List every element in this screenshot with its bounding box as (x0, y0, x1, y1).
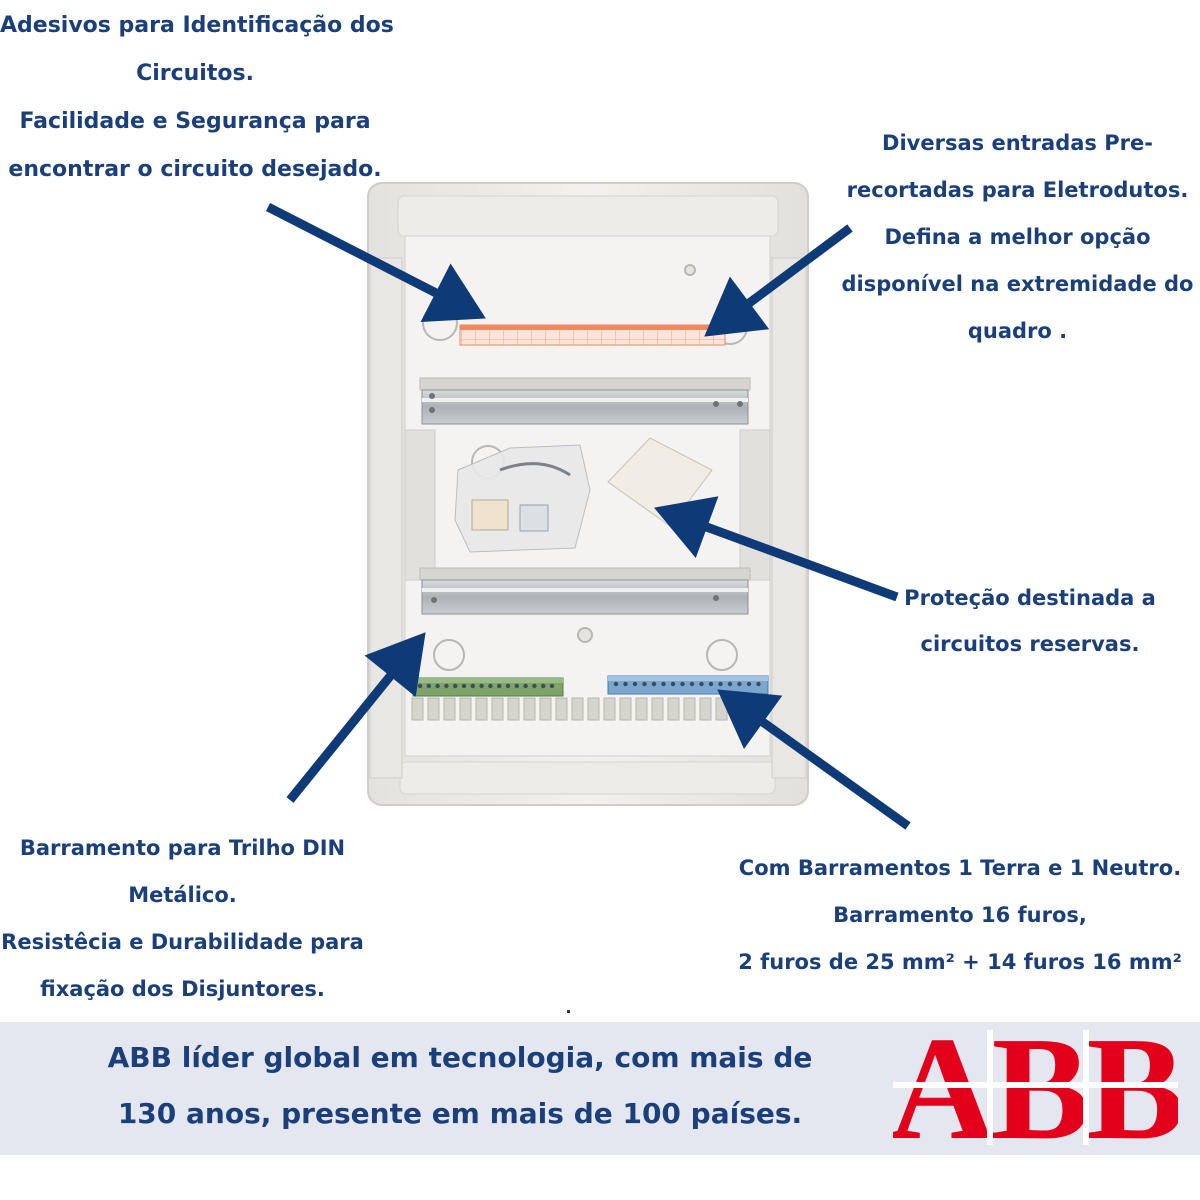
footer-banner (0, 1022, 1200, 1155)
arrow-shaft-4 (286, 672, 394, 803)
accessory-bag (454, 444, 591, 553)
label-reserve-protection: Proteção destinada a circuitos reservas. (904, 586, 1156, 656)
label-conduit-entries: Diversas entradas Pre- recortadas para E… (841, 131, 1194, 343)
arrow-head-5 (717, 689, 783, 750)
arrow-shaft-2 (746, 224, 853, 307)
distribution-box-illustration (265, 182, 911, 830)
terminal-base (411, 697, 760, 721)
label-busbars: Com Barramentos 1 Terra e 1 Neutro. Barr… (738, 856, 1182, 974)
din-rail-upper (419, 377, 751, 425)
conduit-knockouts (422, 264, 748, 671)
arrow-shaft-3 (705, 522, 899, 602)
arrow-head-2 (704, 276, 770, 337)
logo-stripes (893, 1030, 1178, 1145)
stray-dot (567, 1010, 570, 1013)
neutral-busbar (607, 675, 769, 695)
arrow-head-3 (654, 496, 719, 559)
arrow-head-4 (364, 632, 426, 697)
label-din-rail: Barramento para Trilho DIN Metálico. Res… (1, 836, 364, 1001)
arrow-shaft-1 (265, 202, 439, 297)
din-rail-lower (419, 567, 751, 615)
footer-slogan: ABB líder global em tecnologia, com mais… (107, 1041, 813, 1130)
label-circuit-stickers: Adesivos para Identificação dos Circuito… (0, 13, 394, 182)
earth-busbar (412, 677, 564, 697)
arrow-head-1 (420, 263, 486, 322)
arrow-shaft-5 (760, 718, 911, 830)
busbar-holes (417, 681, 761, 689)
arrow-group (265, 202, 911, 830)
abb-logo: ABB (893, 1030, 1178, 1145)
